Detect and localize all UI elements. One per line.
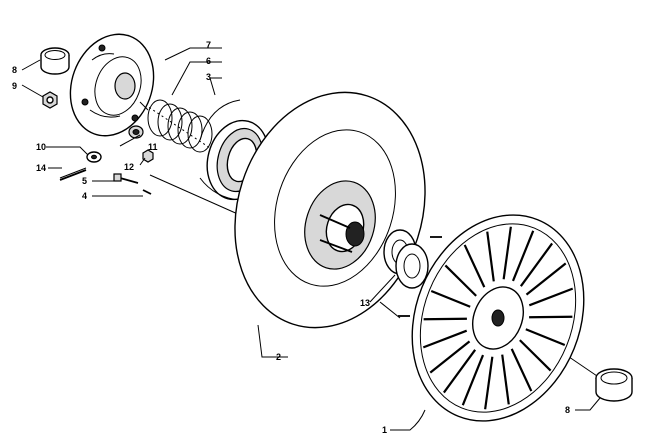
fan-rib: [442, 349, 477, 394]
fixed-sheave-part-1: [411, 214, 585, 422]
fan-rib: [486, 231, 495, 282]
fan-rib: [510, 348, 533, 392]
label-1: 1: [382, 425, 387, 435]
label-3: 3: [206, 72, 211, 82]
nut-part-13: [142, 149, 154, 163]
fan-rib: [519, 242, 554, 287]
label-5: 5: [82, 176, 87, 186]
pin-part-14: [59, 167, 87, 181]
fan-rib: [519, 339, 552, 372]
fan-rib: [463, 244, 486, 288]
nut-part-9: [42, 91, 58, 109]
fan-rib: [528, 287, 574, 307]
bushing-part-8-top: [40, 47, 70, 75]
fan-rib: [525, 262, 567, 296]
label-4: 4: [82, 191, 87, 201]
fan-rib: [511, 230, 535, 282]
label-14: 14: [36, 163, 46, 173]
fan-rib: [502, 226, 512, 280]
callout-labels: 7 6 3 8 9 10 11 12 14 5 4 13 2 1 8: [12, 40, 570, 435]
label-9: 9: [12, 81, 17, 91]
pin-part-4: [142, 189, 152, 195]
label-7: 7: [206, 40, 211, 50]
cam-plate-part-7: [69, 33, 155, 137]
screw-part-5: [113, 173, 139, 184]
fan-rib: [461, 354, 485, 406]
sheave-part-2: [234, 91, 426, 329]
fan-rib: [484, 356, 494, 410]
fan-ribs: [422, 226, 574, 410]
label-10: 10: [36, 142, 46, 152]
fan-rib: [422, 329, 468, 349]
spring-part-6: [139, 99, 213, 153]
label-2: 2: [276, 352, 281, 362]
fan-rib: [525, 328, 566, 346]
fan-rib: [444, 264, 477, 297]
label-12: 11: [148, 142, 158, 152]
bushing-part-8-bottom: [595, 368, 633, 402]
label-8-bottom: 8: [565, 405, 570, 415]
fan-rib: [429, 340, 471, 374]
fan-rib: [423, 317, 467, 321]
fan-rib: [529, 315, 573, 319]
label-13: 12: [124, 162, 134, 172]
fan-rib: [430, 290, 471, 308]
leader-lines: [21, 47, 601, 431]
washer-part-10: [86, 151, 102, 163]
label-6: 6: [206, 56, 211, 66]
fan-rib: [501, 354, 510, 405]
label-11: 13: [360, 298, 370, 308]
label-8-top: 8: [12, 65, 17, 75]
roller-part-12: [128, 125, 144, 139]
spring-washer-part-11: [383, 229, 442, 317]
